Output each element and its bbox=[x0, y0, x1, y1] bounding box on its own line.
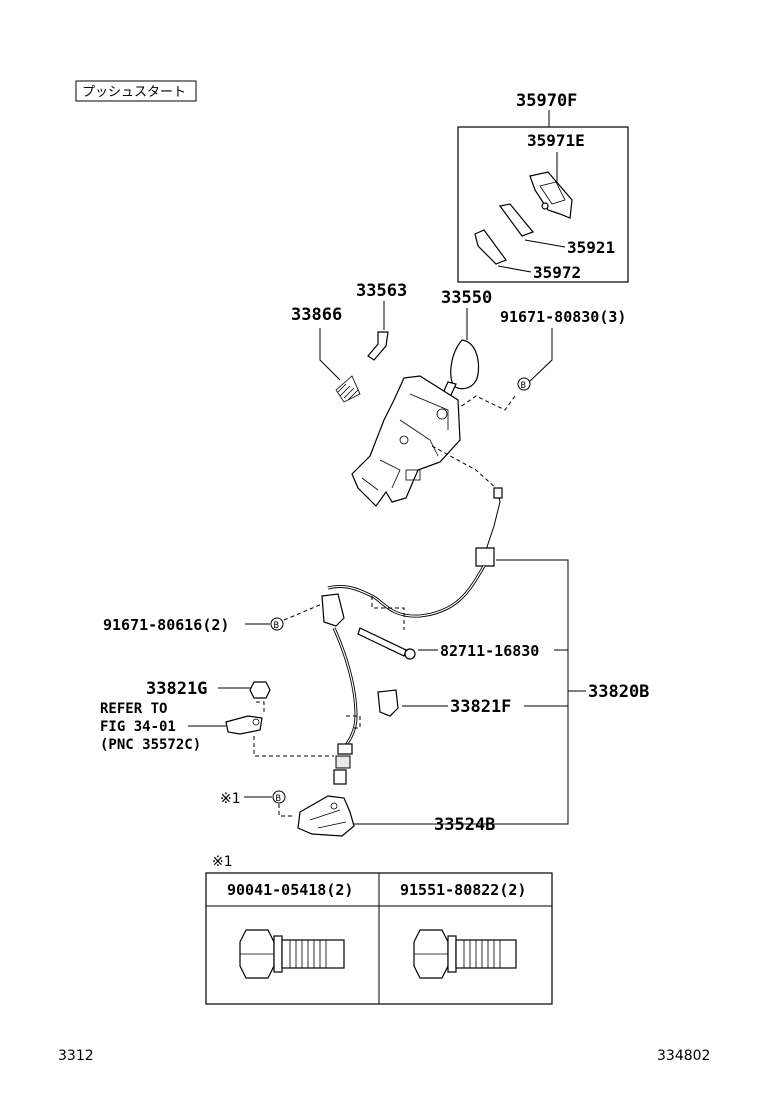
dash-lever-arm bbox=[253, 736, 334, 757]
callout-b-middle bbox=[270, 617, 284, 631]
dash-bolt-bottom bbox=[278, 804, 294, 817]
cover-screw bbox=[541, 202, 549, 210]
leader-33866 bbox=[319, 328, 341, 381]
label-33821G[interactable]: 33821G bbox=[146, 679, 207, 699]
shift-lever-housing bbox=[351, 375, 461, 507]
label-91671-80830[interactable]: 91671-80830(3) bbox=[500, 308, 626, 326]
housing-hole bbox=[399, 435, 409, 445]
label-35921[interactable]: 35921 bbox=[567, 238, 615, 257]
bracket-33820B bbox=[352, 559, 569, 825]
refer-line-1: REFER TO bbox=[100, 701, 167, 717]
part-clamp-tie bbox=[357, 627, 407, 657]
label-82711-16830[interactable]: 82711-16830 bbox=[440, 642, 539, 660]
bracket-detail bbox=[309, 809, 347, 829]
dash-clamp bbox=[371, 596, 405, 630]
flange-bolt-1 bbox=[239, 929, 345, 979]
part-spring bbox=[335, 375, 361, 403]
clamp-head bbox=[404, 648, 416, 660]
cable-end-collar bbox=[337, 743, 353, 755]
callout-b-bottom-text: B bbox=[276, 794, 281, 804]
label-33866[interactable]: 33866 bbox=[291, 305, 342, 325]
refer-line-2[interactable]: FIG 34-01 bbox=[100, 719, 176, 735]
leader-91671-80830 bbox=[527, 328, 553, 384]
header-tag-box bbox=[75, 80, 197, 102]
dash-bolt-middle bbox=[283, 603, 323, 621]
callout-b-top-text: B bbox=[521, 381, 526, 391]
label-35972[interactable]: 35972 bbox=[533, 263, 581, 282]
footer-page-code: 3312 bbox=[58, 1048, 94, 1064]
part-retainer-clip bbox=[377, 689, 399, 717]
part-cable-bracket bbox=[297, 795, 355, 837]
leader-35921 bbox=[524, 239, 566, 248]
bracket-hole bbox=[330, 802, 338, 810]
part-knob-pin bbox=[367, 331, 389, 361]
table-note-mark: ※1 bbox=[212, 854, 233, 870]
cover-detail bbox=[539, 181, 566, 205]
label-33820B[interactable]: 33820B bbox=[588, 682, 649, 702]
part-plate bbox=[498, 203, 535, 237]
leader-35972 bbox=[497, 265, 532, 273]
cable-end-joint bbox=[333, 769, 347, 785]
bolt-table-col1-header[interactable]: 90041-05418(2) bbox=[227, 881, 353, 899]
housing-tab bbox=[405, 469, 421, 481]
cable-grommet-upper bbox=[475, 547, 495, 567]
cable-bracket-upper bbox=[321, 593, 345, 627]
label-33550[interactable]: 33550 bbox=[441, 288, 492, 308]
shift-knob bbox=[450, 339, 480, 390]
dash-retainer bbox=[346, 715, 361, 729]
callout-b-top bbox=[517, 377, 531, 391]
housing-pivot bbox=[436, 408, 448, 420]
callout-b-middle-text: B bbox=[274, 621, 279, 631]
label-33563[interactable]: 33563 bbox=[356, 281, 407, 301]
bolt-table-col2-header[interactable]: 91551-80822(2) bbox=[400, 881, 526, 899]
dash-cable-link bbox=[431, 445, 499, 491]
refer-line-3: (PNC 35572C) bbox=[100, 737, 201, 753]
part-shift-lever-cover bbox=[529, 171, 573, 219]
lever-arm-hole bbox=[252, 718, 260, 726]
part-nut bbox=[249, 681, 271, 699]
callout-b-bottom bbox=[272, 790, 286, 804]
footer-figure-code: 334802 bbox=[657, 1048, 710, 1064]
label-33524B[interactable]: 33524B bbox=[434, 815, 495, 835]
housing-detail bbox=[361, 393, 449, 491]
cable-end-clip bbox=[493, 487, 503, 499]
label-33821F[interactable]: 33821F bbox=[450, 697, 511, 717]
note-mark-callout: ※1 bbox=[220, 791, 241, 807]
label-35971E[interactable]: 35971E bbox=[527, 131, 585, 150]
label-35970F[interactable]: 35970F bbox=[516, 91, 577, 111]
cable-outer-upper bbox=[327, 565, 486, 618]
cable-end-fitting bbox=[335, 755, 351, 769]
header-tag-text: プッシュスタート bbox=[82, 85, 186, 100]
dash-bolt-top bbox=[455, 395, 516, 411]
dash-nut bbox=[256, 701, 265, 712]
part-indicator bbox=[474, 229, 507, 265]
cable-end-upper bbox=[477, 491, 501, 557]
label-91671-80616[interactable]: 91671-80616(2) bbox=[103, 616, 229, 634]
flange-bolt-2 bbox=[413, 929, 517, 979]
cable-outer-lower bbox=[332, 627, 358, 749]
cable-outer-upper-core bbox=[327, 565, 485, 617]
group-box-35970F bbox=[457, 126, 629, 283]
